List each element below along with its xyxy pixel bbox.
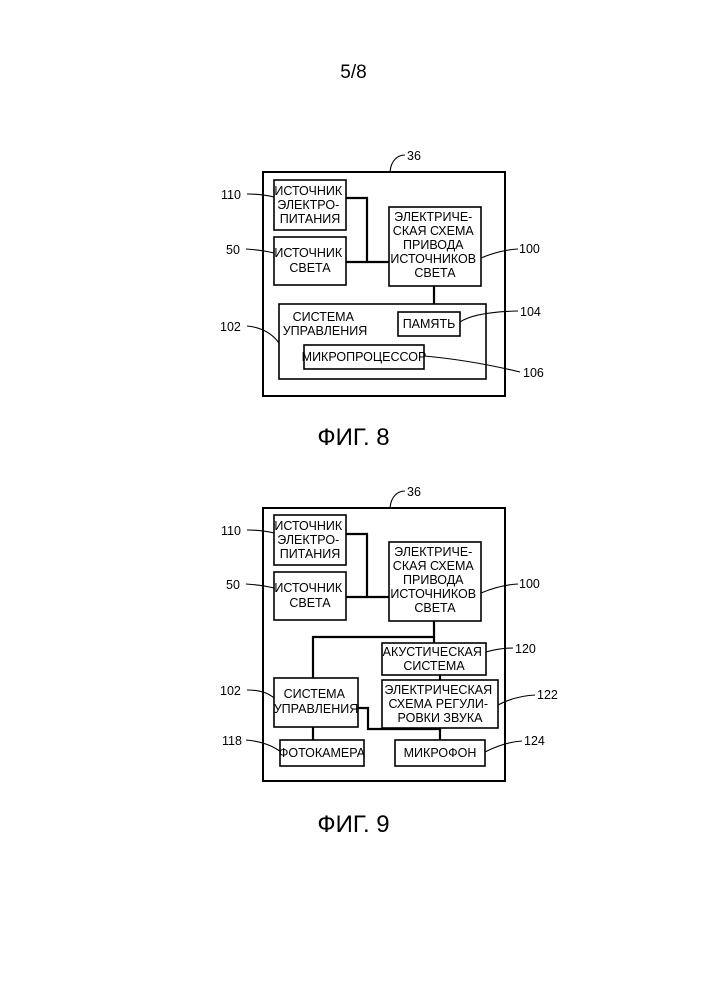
fig9-ref-120: 120 — [515, 642, 536, 656]
fig8-leader-50 — [246, 249, 274, 253]
fig8-control-system-label: СИСТЕМА УПРАВЛЕНИЯ — [283, 310, 368, 338]
fig8-ref-36: 36 — [407, 149, 421, 163]
fig9-leader-124 — [485, 741, 522, 752]
fig8-ref-110: 110 — [221, 188, 241, 202]
fig8-leader-110 — [247, 194, 274, 197]
fig8-memory-label: ПАМЯТЬ — [403, 317, 456, 331]
fig9-leader-122 — [498, 695, 535, 705]
fig9-wire-power — [346, 534, 389, 597]
fig9-ref-50: 50 — [226, 578, 240, 592]
fig9-leader-36 — [390, 491, 405, 508]
fig8-ref-104: 104 — [520, 305, 541, 319]
fig8-power-supply-label: ИСТОЧНИК ЭЛЕКТРО- ПИТАНИЯ — [274, 184, 345, 226]
fig9-ref-118: 118 — [222, 734, 242, 748]
fig9-leader-110 — [247, 530, 274, 533]
fig8-ref-106: 106 — [523, 366, 544, 380]
fig9-microphone-label: МИКРОФОН — [404, 746, 477, 760]
fig9-ref-36: 36 — [407, 485, 421, 499]
fig9-leader-50 — [246, 584, 274, 588]
fig9-diagram: 36 ИСТОЧНИК ЭЛЕКТРО- ПИТАНИЯ 110 ИСТОЧНИ… — [220, 485, 558, 781]
fig8-ref-100: 100 — [519, 242, 540, 256]
fig9-control-system-label: СИСТЕМА УПРАВЛЕНИЯ — [274, 687, 359, 716]
fig8-diagram: 36 ИСТОЧНИК ЭЛЕКТРО- ПИТАНИЯ 110 ИСТОЧНИ… — [220, 149, 544, 396]
fig8-caption: ФИГ. 8 — [0, 424, 707, 452]
fig9-ref-102: 102 — [220, 684, 241, 698]
fig9-caption: ФИГ. 9 — [0, 811, 707, 839]
fig9-ref-110: 110 — [221, 524, 241, 538]
fig8-microprocessor-label: МИКРОПРОЦЕССОР — [302, 350, 427, 364]
fig8-ref-102: 102 — [220, 320, 241, 334]
fig9-ref-124: 124 — [524, 734, 545, 748]
fig8-ref-50: 50 — [226, 243, 240, 257]
fig8-wire-power — [346, 198, 389, 262]
fig8-leader-36 — [390, 155, 405, 172]
fig8-leader-100 — [481, 249, 518, 258]
fig9-camera-label: ФОТОКАМЕРА — [279, 746, 366, 760]
fig9-leader-102 — [247, 690, 274, 698]
fig9-sound-adjust-circuit-label: ЭЛЕКТРИЧЕСКАЯ СХЕМА РЕГУЛИ- РОВКИ ЗВУКА — [384, 683, 495, 725]
fig9-ref-100: 100 — [519, 577, 540, 591]
fig9-ref-122: 122 — [537, 688, 558, 702]
fig9-leader-100 — [481, 584, 518, 593]
fig9-leader-120 — [486, 648, 513, 652]
fig9-power-supply-label: ИСТОЧНИК ЭЛЕКТРО- ПИТАНИЯ — [274, 519, 345, 561]
